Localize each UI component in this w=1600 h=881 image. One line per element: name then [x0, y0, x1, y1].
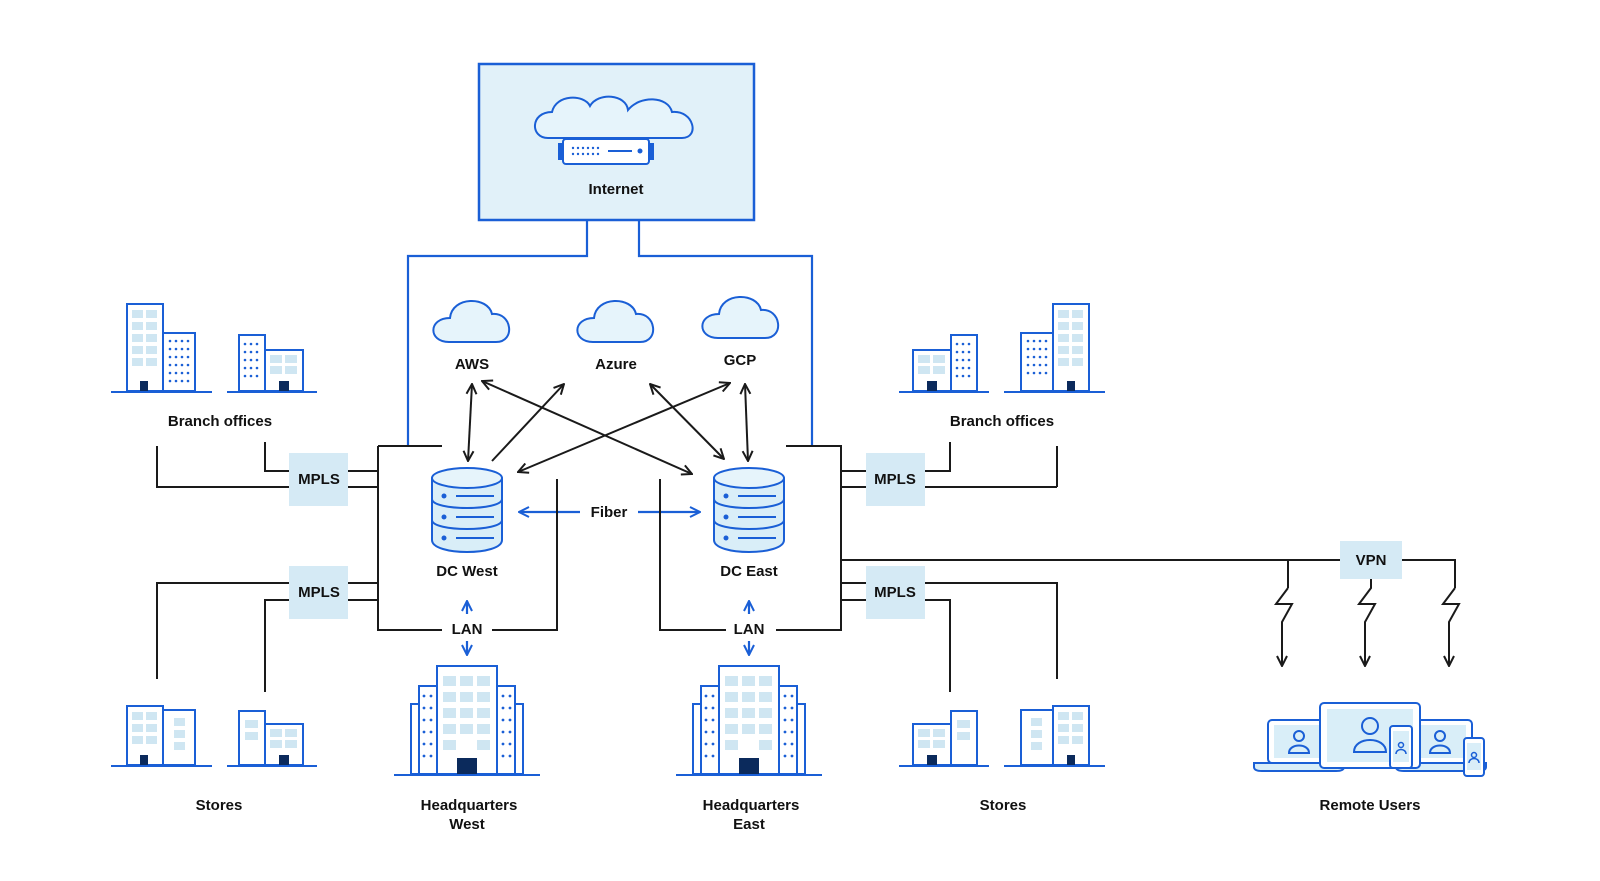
aws-label: AWS	[455, 356, 489, 373]
branch-offices-right-label: Branch offices	[950, 413, 1054, 430]
hq-west-label-line2: West	[449, 816, 485, 833]
gcp-label: GCP	[724, 352, 757, 369]
hq-east-building-icon	[676, 665, 822, 776]
stores-right-label: Stores	[980, 797, 1027, 814]
svg-text:MPLS: MPLS	[298, 584, 340, 601]
fiber-label: Fiber	[591, 504, 628, 521]
azure-cloud-icon	[576, 300, 655, 343]
branch-offices-left-label: Branch offices	[168, 413, 272, 430]
branch-offices-left-building-icon	[111, 303, 317, 393]
mpls-links	[156, 442, 1456, 692]
svg-text:MPLS: MPLS	[874, 584, 916, 601]
internet-label: Internet	[588, 181, 643, 198]
vpn-box: VPN	[1340, 541, 1402, 579]
svg-text:VPN: VPN	[1356, 552, 1387, 569]
laptop-user-icon	[1253, 702, 1487, 772]
internet-link-west	[406, 220, 589, 446]
aws-cloud-icon	[432, 300, 511, 343]
mpls-box-left-upper: MPLS	[289, 453, 348, 506]
hq-west-building-icon	[394, 665, 540, 776]
branch-offices-right-building-icon	[899, 303, 1105, 393]
dc-west-frame	[377, 445, 558, 631]
internet-cloud-icon	[534, 95, 694, 139]
lan-west-label: LAN	[452, 621, 483, 638]
stores-left-building-icon	[111, 705, 317, 767]
dc-east-frame	[659, 445, 842, 631]
mpls-box-right-upper: MPLS	[866, 453, 925, 506]
mpls-box-right-lower: MPLS	[866, 566, 925, 619]
azure-label: Azure	[595, 356, 637, 373]
remote-users-label: Remote Users	[1320, 797, 1421, 814]
stores-right-building-icon	[899, 705, 1105, 767]
internet-link-east	[637, 220, 814, 446]
gcp-cloud-icon	[701, 296, 780, 339]
svg-text:MPLS: MPLS	[298, 471, 340, 488]
internet-node: Internet	[477, 62, 756, 222]
lightning-link-icon	[1274, 579, 1461, 666]
hq-west-label-line1: Headquarters	[421, 797, 518, 814]
hq-east-label-line1: Headquarters	[703, 797, 800, 814]
dc-west-database-icon	[431, 467, 503, 553]
lan-east-label: LAN	[734, 621, 765, 638]
cloud-connection-arrows	[468, 381, 748, 474]
phone-icon	[1389, 725, 1485, 777]
server-appliance-icon	[558, 138, 654, 165]
mpls-box-left-lower: MPLS	[289, 566, 348, 619]
svg-text:MPLS: MPLS	[874, 471, 916, 488]
hq-east-label-line2: East	[733, 816, 765, 833]
dc-east-label: DC East	[720, 563, 778, 580]
stores-left-label: Stores	[196, 797, 243, 814]
dc-west-label: DC West	[436, 563, 497, 580]
dc-east-database-icon	[713, 467, 785, 553]
